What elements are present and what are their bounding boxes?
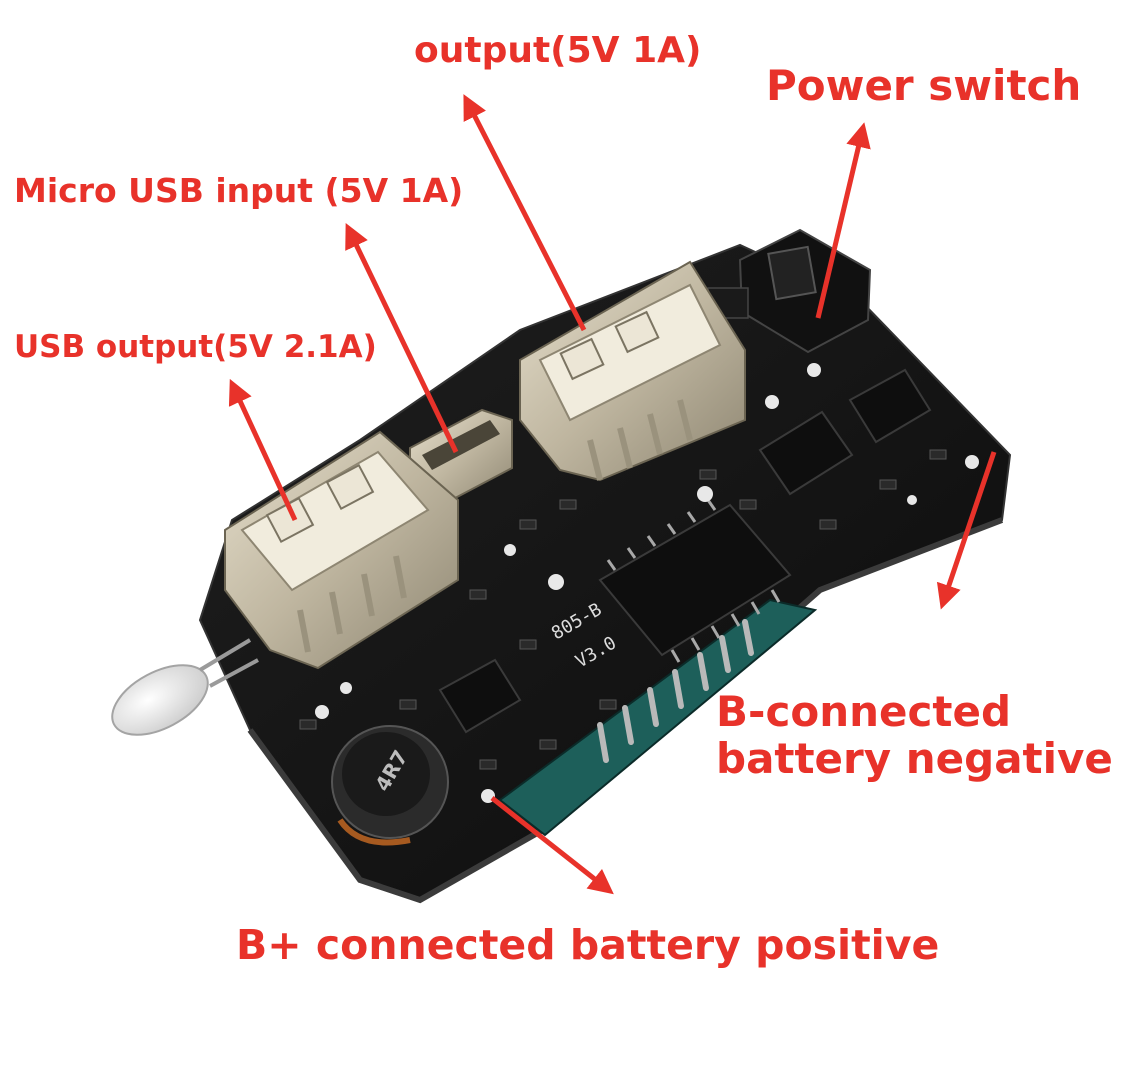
b-negative-label: B-connected battery negative: [716, 688, 1113, 782]
arrow-b-positive: [490, 796, 614, 895]
arrow-micro-usb: [345, 222, 459, 454]
b-negative-label-line1: B-connected: [716, 687, 1012, 736]
micro-usb-input-label: Micro USB input (5V 1A): [14, 171, 464, 210]
power-switch-component: [707, 228, 872, 354]
b-positive-label: B+ connected battery positive: [236, 921, 940, 969]
usb-output-label: USB output(5V 2.1A): [14, 329, 377, 365]
usb-a-port-left: [224, 430, 459, 670]
arrow-output: [463, 94, 587, 332]
power-switch-label: Power switch: [766, 61, 1082, 110]
usb-a-port-top: [519, 260, 746, 482]
smd-components: [299, 363, 979, 803]
battery-indicator-strip: [498, 598, 818, 837]
small-ic-chips: [438, 368, 932, 734]
arrow-b-negative: [936, 451, 997, 610]
arrow-usb-output: [228, 378, 298, 522]
led-light: [111, 638, 259, 736]
b-negative-label-line2: battery negative: [716, 734, 1113, 784]
annotation-arrows: [228, 94, 997, 895]
output-label: output(5V 1A): [414, 30, 702, 71]
inductor-coil: 4R7: [331, 725, 449, 846]
arrow-power-switch: [815, 122, 871, 319]
